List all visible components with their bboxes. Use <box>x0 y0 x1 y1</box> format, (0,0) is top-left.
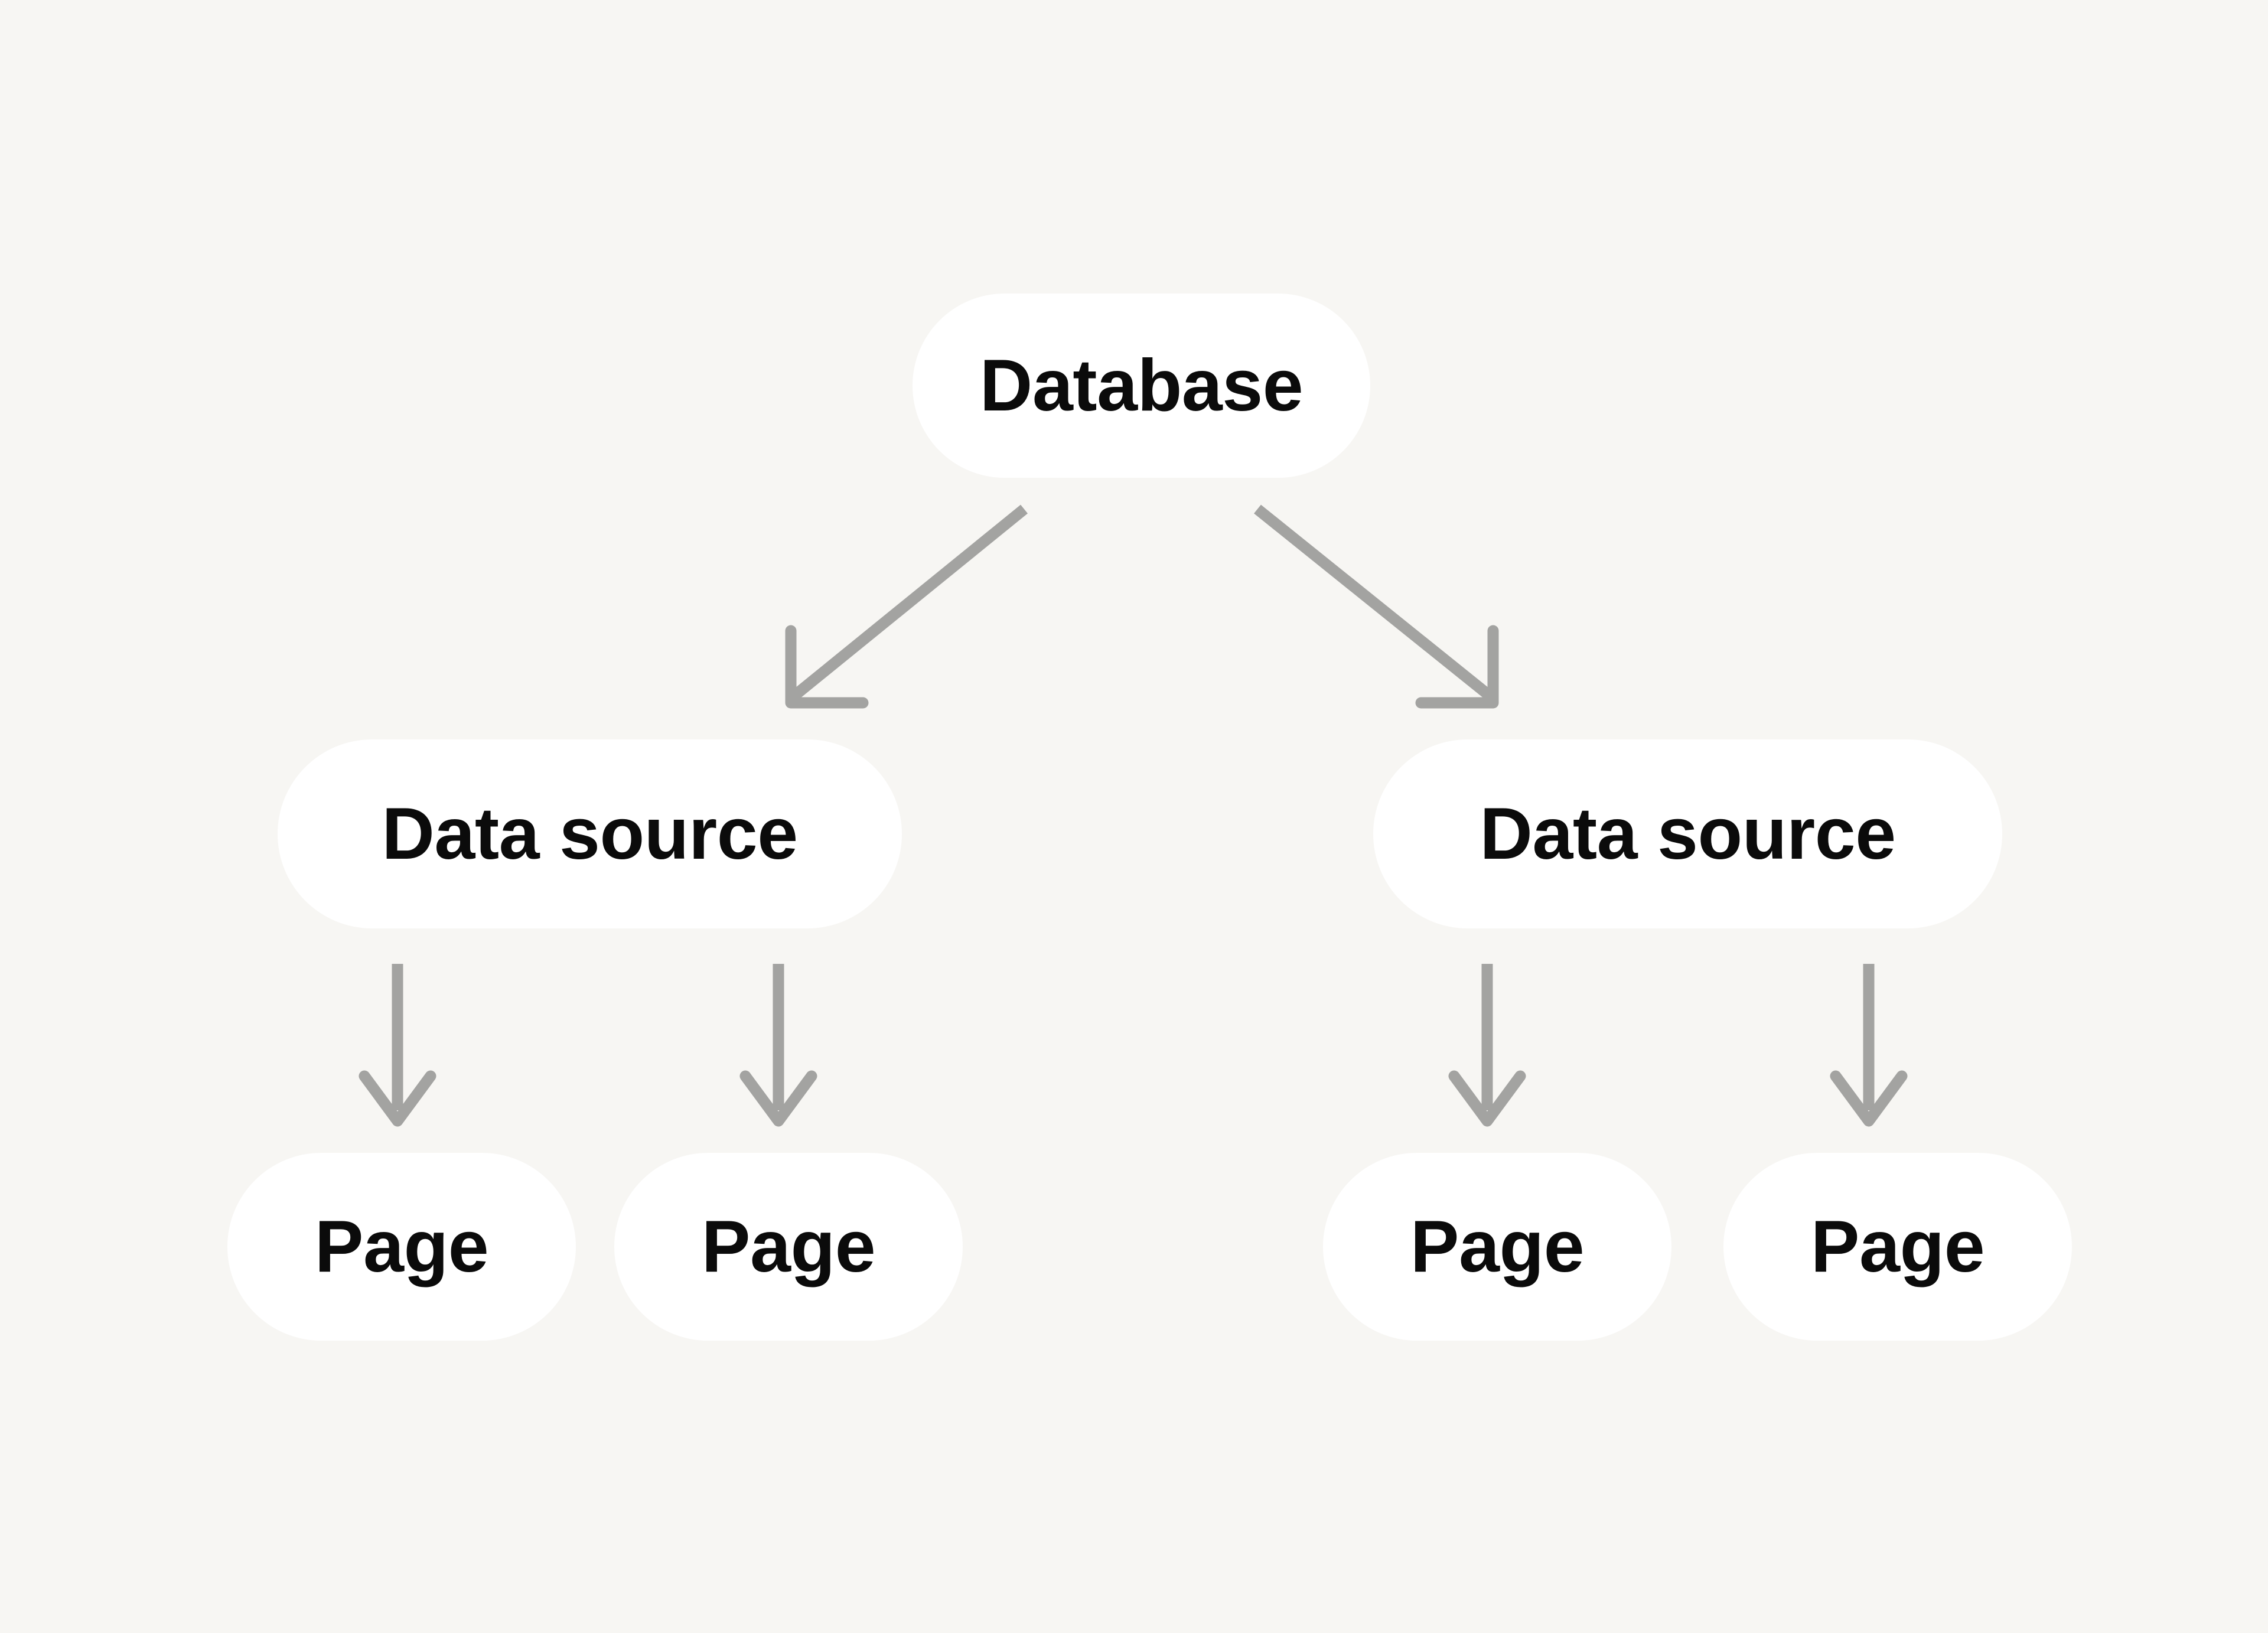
edge-database-to-datasource-1 <box>785 504 1028 709</box>
node-page-2[interactable]: Page <box>614 1153 963 1341</box>
node-page-4[interactable]: Page <box>1723 1153 2072 1341</box>
node-page-1[interactable]: Page <box>227 1153 576 1341</box>
node-page-4-label: Page <box>1810 1206 1985 1288</box>
node-page-3[interactable]: Page <box>1323 1153 1671 1341</box>
node-page-1-label: Page <box>314 1206 489 1288</box>
node-database-label: Database <box>979 345 1304 426</box>
node-database[interactable]: Database <box>913 294 1370 478</box>
node-data-source-2[interactable]: Data source <box>1373 739 2002 928</box>
edge-datasource-1-to-page-2 <box>739 964 817 1127</box>
node-data-source-2-label: Data source <box>1480 793 1896 875</box>
edge-datasource-1-to-page-1 <box>359 964 436 1127</box>
edge-database-to-datasource-2 <box>1254 504 1499 709</box>
node-data-source-1-label: Data source <box>382 793 798 875</box>
node-data-source-1[interactable]: Data source <box>278 739 902 928</box>
node-page-2-label: Page <box>701 1206 876 1288</box>
node-page-3-label: Page <box>1410 1206 1585 1288</box>
edge-datasource-2-to-page-3 <box>1448 964 1526 1127</box>
edge-datasource-2-to-page-4 <box>1830 964 1908 1127</box>
